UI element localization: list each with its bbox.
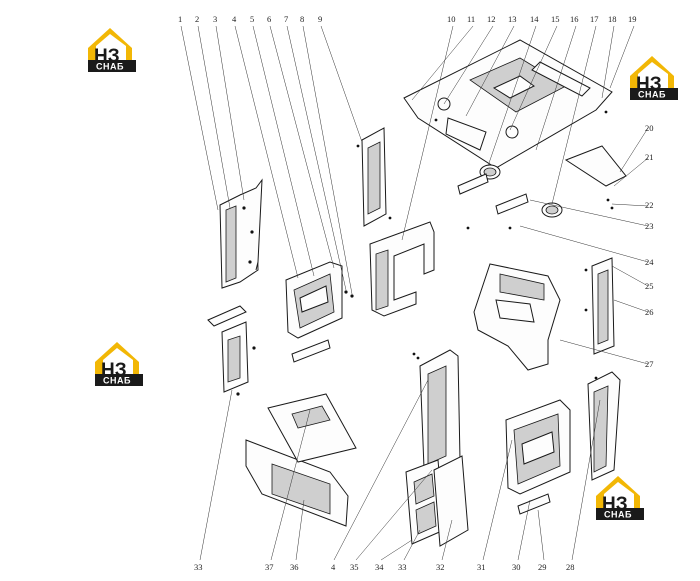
callouts-top-row: 1 2 3 4 5 6 7 8 9 10 11 12 13 14 15 16 1…	[178, 14, 637, 24]
callout-label: 31	[477, 562, 486, 572]
callout-label: 1	[178, 14, 182, 24]
part-lower-console	[405, 455, 469, 547]
callout-label: 29	[538, 562, 547, 572]
part-floor-tray	[245, 393, 357, 527]
brand-logo-top-left: НЗ СНАБ	[88, 28, 136, 72]
callout-label: 26	[645, 307, 654, 317]
part-left-pillar-upper	[219, 178, 263, 289]
callout-label: 15	[551, 14, 560, 24]
logo-caption: СНАБ	[638, 90, 666, 100]
callout-label: 11	[467, 14, 475, 24]
callout-label: 6	[267, 14, 271, 24]
part-roof-clips	[457, 145, 627, 230]
callout-label: 4	[232, 14, 237, 24]
callout-label: 19	[628, 14, 637, 24]
callout-label: 17	[590, 14, 599, 24]
callout-label: 32	[436, 562, 445, 572]
callouts-right-column: 20 21 22 23 24 25 26 27	[645, 123, 654, 369]
callout-label: 2	[195, 14, 199, 24]
callout-label: 8	[300, 14, 304, 24]
part-vertical-strip	[356, 127, 392, 227]
callout-label: 14	[530, 14, 539, 24]
callout-label: 23	[645, 221, 654, 231]
leader-lines	[180, 25, 649, 561]
part-door-panel-left	[285, 261, 354, 363]
brand-logo-mid-left: НЗ СНАБ	[95, 342, 143, 386]
callout-label: 33	[194, 562, 203, 572]
callout-label: 30	[512, 562, 521, 572]
callout-label: 9	[318, 14, 322, 24]
part-right-pillar-trim	[584, 257, 615, 355]
callout-label: 28	[566, 562, 575, 572]
callout-label: 36	[290, 562, 299, 572]
callout-label: 22	[645, 200, 654, 210]
logo-caption: СНАБ	[103, 376, 131, 386]
callout-label: 7	[284, 14, 288, 24]
part-center-pillar	[412, 349, 461, 475]
logo-caption: СНАБ	[604, 510, 632, 520]
callout-label: 5	[250, 14, 254, 24]
callout-label: 4	[331, 562, 336, 572]
part-pillar-frame	[369, 221, 435, 317]
callout-label: 34	[375, 562, 384, 572]
part-door-panel-right	[505, 399, 571, 515]
callout-label: 21	[645, 152, 654, 162]
callout-label: 27	[645, 359, 654, 369]
callouts-bottom-row: 33 37 36 4 35 34 33 32 31 30 29 28	[194, 562, 575, 572]
callout-label: 20	[645, 123, 654, 133]
part-right-lower-pillar	[587, 371, 621, 481]
callout-label: 33	[398, 562, 407, 572]
callout-label: 12	[487, 14, 496, 24]
part-left-lower-bracket	[207, 305, 256, 396]
brand-logo-bottom-right: НЗ СНАБ	[596, 476, 644, 520]
callout-label: 35	[350, 562, 359, 572]
callout-label: 25	[645, 281, 654, 291]
callout-label: 13	[508, 14, 517, 24]
part-roof-headliner	[403, 39, 613, 169]
callout-label: 18	[608, 14, 617, 24]
callout-label: 24	[645, 257, 654, 267]
callout-label: 3	[213, 14, 217, 24]
brand-logo-top-right: НЗ СНАБ	[630, 56, 678, 100]
callout-label: 16	[570, 14, 579, 24]
part-rear-wall-panel	[473, 263, 561, 371]
logo-caption: СНАБ	[96, 62, 124, 72]
callout-label: 37	[265, 562, 274, 572]
callout-label: 10	[447, 14, 456, 24]
